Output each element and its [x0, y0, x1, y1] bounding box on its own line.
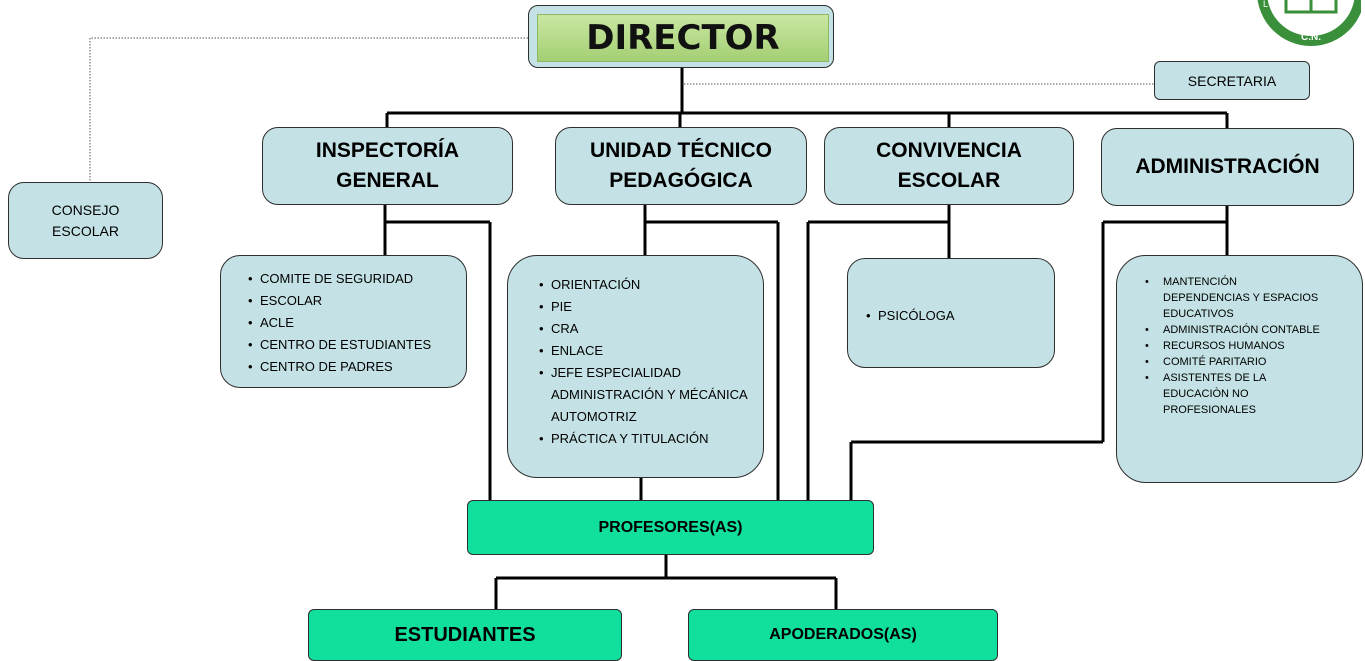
list-item: JEFE ESPECIALIDAD ADMINISTRACIÓN Y MÉCÁN… — [539, 362, 753, 428]
list-item: ASISTENTES DE LA EDUCACIÒN NO PROFESIONA… — [1145, 370, 1320, 418]
inspectoria-items-list: COMITE DE SEGURIDAD ESCOLAR ACLE CENTRO … — [248, 268, 431, 378]
director-box: DIRECTOR — [528, 5, 834, 68]
utp-box: UNIDAD TÉCNICO PEDAGÓGICA — [555, 127, 807, 205]
profesores-label: PROFESORES(AS) — [598, 518, 743, 536]
consejo-dotted-link — [89, 37, 528, 182]
inspectoria-general-box: INSPECTORÍA GENERAL — [262, 127, 513, 205]
inspectoria-items-box: COMITE DE SEGURIDAD ESCOLAR ACLE CENTRO … — [220, 255, 467, 388]
convivencia-items-box: PSICÓLOGA — [847, 258, 1055, 368]
inspectoria-label-line1: INSPECTORÍA — [315, 139, 460, 162]
list-item: ENLACE — [539, 340, 753, 362]
convivencia-label-line2: ESCOLAR — [897, 169, 1001, 192]
list-item: PRÁCTICA Y TITULACIÓN — [539, 428, 753, 450]
profesores-box: PROFESORES(AS) — [467, 500, 874, 555]
list-item: ACLE — [248, 312, 431, 334]
logo-text: C.N. — [1301, 32, 1321, 43]
administracion-items-list: MANTENCIÓN DEPENDENCIAS Y ESPACIOS EDUCA… — [1145, 274, 1320, 418]
list-item: CENTRO DE ESTUDIANTES — [248, 334, 431, 356]
secretaria-label: SECRETARIA — [1187, 72, 1277, 89]
list-item: ADMINISTRACIÓN CONTABLE — [1145, 322, 1320, 338]
list-item: ESCOLAR — [248, 290, 431, 312]
convivencia-escolar-box: CONVIVENCIA ESCOLAR — [824, 127, 1074, 205]
apoderados-label: APODERADOS(AS) — [769, 626, 917, 643]
estudiantes-label: ESTUDIANTES — [394, 623, 536, 646]
estudiantes-box: ESTUDIANTES — [308, 609, 622, 661]
utp-label-line2: PEDAGÓGICA — [609, 169, 753, 192]
utp-items-list: ORIENTACIÓN PIE CRA ENLACE JEFE ESPECIAL… — [539, 274, 753, 450]
consejo-label-line1: CONSEJO — [51, 201, 120, 218]
list-item: RECURSOS HUMANOS — [1145, 338, 1320, 354]
administracion-items-box: MANTENCIÓN DEPENDENCIAS Y ESPACIOS EDUCA… — [1116, 255, 1363, 483]
list-item: CRA — [539, 318, 753, 340]
list-item: COMITE DE SEGURIDAD — [248, 268, 431, 290]
list-item: PSICÓLOGA — [866, 305, 955, 327]
utp-label-line1: UNIDAD TÉCNICO — [590, 139, 772, 162]
svg-text:L: L — [1263, 0, 1268, 9]
secretaria-box: SECRETARIA — [1154, 61, 1310, 100]
consejo-escolar-box: CONSEJO ESCOLAR — [8, 182, 163, 259]
director-label: DIRECTOR — [537, 14, 829, 62]
consejo-label-line2: ESCOLAR — [52, 222, 119, 239]
utp-items-box: ORIENTACIÓN PIE CRA ENLACE JEFE ESPECIAL… — [507, 255, 764, 478]
list-item: MANTENCIÓN DEPENDENCIAS Y ESPACIOS EDUCA… — [1145, 274, 1320, 322]
list-item: CENTRO DE PADRES — [248, 356, 431, 378]
list-item: ORIENTACIÓN — [539, 274, 753, 296]
administracion-label: ADMINISTRACIÓN — [1135, 155, 1320, 178]
apoderados-box: APODERADOS(AS) — [688, 609, 998, 661]
list-item: COMITÉ PARITARIO — [1145, 354, 1320, 370]
list-item: PIE — [539, 296, 753, 318]
inspectoria-label-line2: GENERAL — [336, 169, 439, 192]
school-logo: C.N. L — [1257, 0, 1361, 46]
convivencia-label-line1: CONVIVENCIA — [876, 139, 1022, 162]
administracion-box: ADMINISTRACIÓN — [1101, 128, 1354, 206]
convivencia-items-list: PSICÓLOGA — [866, 305, 955, 327]
